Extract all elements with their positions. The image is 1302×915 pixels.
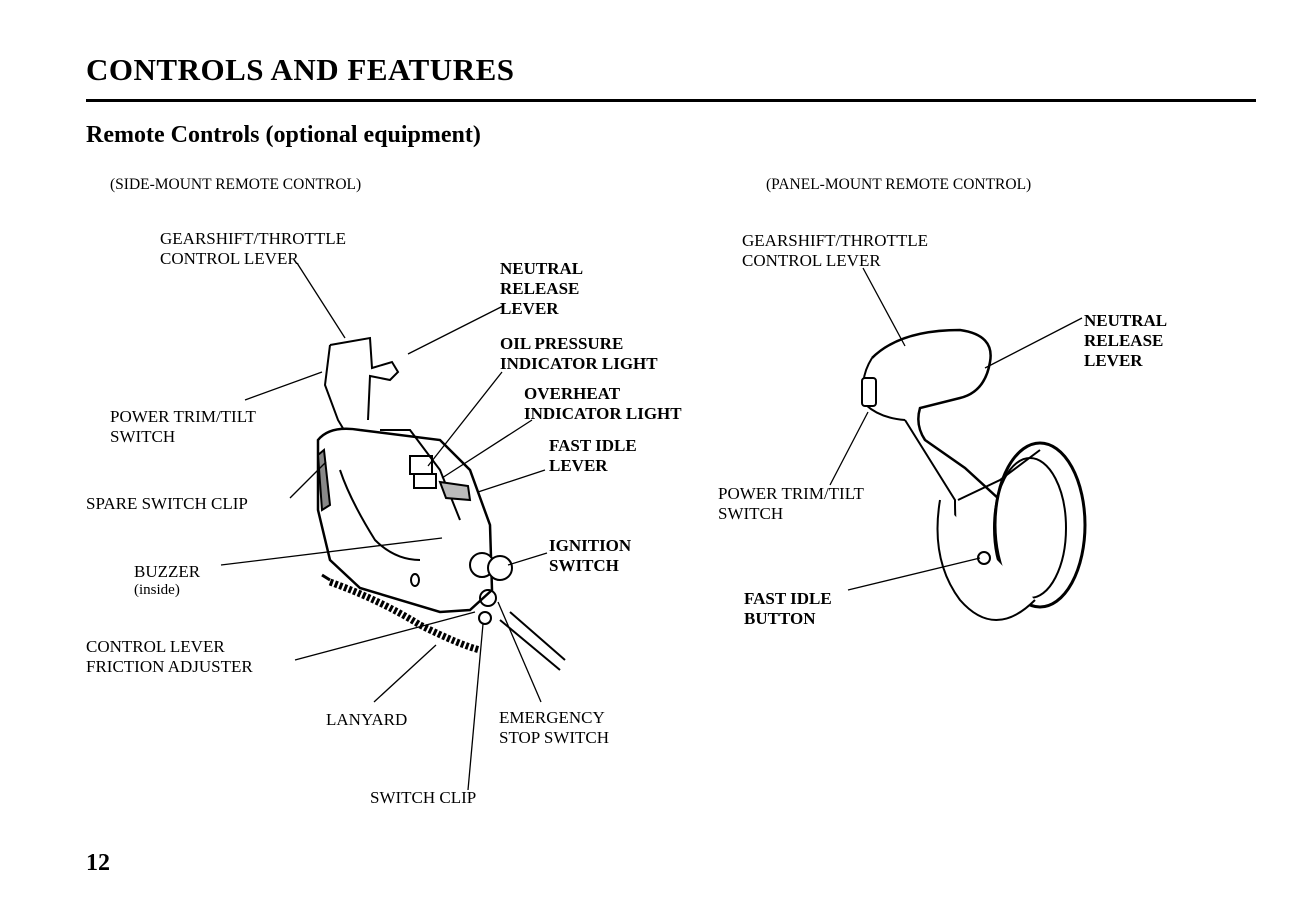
label-panel-neutral-release-lever: NEUTRAL RELEASE LEVER (1084, 311, 1168, 370)
label-panel-power-trim-tilt-switch: POWER TRIM/TILT SWITCH (718, 484, 864, 523)
panel-mount-caption: (PANEL-MOUNT REMOTE CONTROL) (766, 176, 1032, 193)
panel-mount-remote-illustration (861, 328, 1087, 621)
header-rule (86, 99, 1256, 102)
page-number: 12 (86, 850, 110, 876)
label-buzzer-inside: (inside) (134, 582, 180, 598)
label-oil-pressure-light: OIL PRESSURE INDICATOR LIGHT (500, 334, 658, 373)
label-neutral-release-lever: NEUTRAL RELEASE LEVER (500, 259, 584, 318)
label-friction-adjuster: CONTROL LEVER FRICTION ADJUSTER (86, 637, 253, 676)
side-mount-caption: (SIDE-MOUNT REMOTE CONTROL) (110, 176, 362, 193)
label-switch-clip: SWITCH CLIP (370, 788, 477, 807)
label-emergency-stop-switch: EMERGENCY STOP SWITCH (499, 708, 610, 747)
section-title: Remote Controls (optional equipment) (86, 122, 481, 148)
page-header-title: CONTROLS AND FEATURES (86, 52, 515, 87)
label-lanyard: LANYARD (326, 710, 408, 729)
label-buzzer: BUZZER (134, 562, 201, 581)
label-power-trim-tilt-switch: POWER TRIM/TILT SWITCH (110, 407, 256, 446)
label-gearshift-throttle-lever: GEARSHIFT/THROTTLE CONTROL LEVER (160, 229, 347, 268)
label-overheat-light: OVERHEAT INDICATOR LIGHT (524, 384, 682, 423)
panel-mount-leader-lines (829, 267, 1083, 591)
label-fast-idle-lever: FAST IDLE LEVER (549, 436, 637, 475)
label-ignition-switch: IGNITION SWITCH (549, 536, 632, 575)
label-spare-switch-clip: SPARE SWITCH CLIP (86, 494, 248, 513)
label-panel-fast-idle-button: FAST IDLE BUTTON (744, 589, 832, 628)
label-panel-gearshift-throttle-lever: GEARSHIFT/THROTTLE CONTROL LEVER (742, 231, 929, 270)
side-mount-leader-lines (220, 262, 548, 791)
